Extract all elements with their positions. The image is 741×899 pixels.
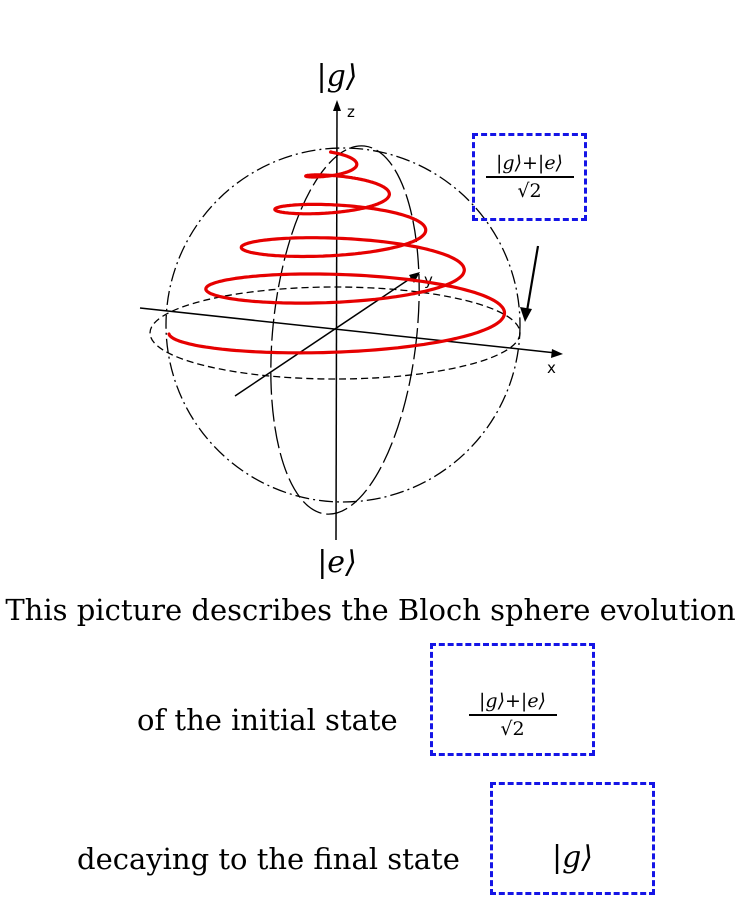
z-axis — [335, 107, 338, 541]
z-axis-arrowhead — [333, 100, 341, 111]
fraction-bar — [485, 176, 574, 178]
x-axis-arrowhead — [551, 349, 563, 358]
caption-state-denominator: √2 — [500, 717, 525, 740]
y-axis — [234, 275, 415, 397]
y-axis-label: y — [424, 271, 433, 289]
bottom-pole-label: |e⟩ — [317, 545, 357, 580]
state-denominator: √2 — [517, 179, 542, 202]
pointer-arrowhead — [520, 307, 532, 322]
caption-fraction-bar — [468, 714, 557, 716]
pointer-arrow — [525, 245, 540, 312]
final-state-ket: |g⟩ — [551, 840, 593, 875]
final-state-box: |g⟩ — [490, 782, 655, 895]
caption-state-numerator: |g⟩+|e⟩ — [479, 690, 546, 712]
caption-line-3-text: decaying to the final state — [77, 842, 460, 876]
z-axis-label: z — [347, 103, 355, 121]
decay-spiral-trajectory — [167, 150, 507, 355]
y-axis-arrowhead — [409, 272, 420, 283]
equator-ellipse — [149, 286, 521, 380]
caption-line-2-text: of the initial state — [137, 703, 398, 737]
initial-state-box-caption: |g⟩+|e⟩ √2 — [430, 643, 595, 756]
initial-state-box-diagram: |g⟩+|e⟩ √2 — [472, 133, 587, 221]
sphere-outline — [165, 147, 521, 503]
x-axis-label: x — [547, 359, 556, 377]
top-pole-label: |g⟩ — [316, 59, 357, 94]
bloch-sphere-diagram: z y x |g⟩ |e⟩ — [139, 59, 563, 580]
state-numerator: |g⟩+|e⟩ — [496, 152, 563, 174]
caption-line-1: This picture describes the Bloch sphere … — [5, 593, 736, 627]
x-axis — [139, 307, 557, 354]
